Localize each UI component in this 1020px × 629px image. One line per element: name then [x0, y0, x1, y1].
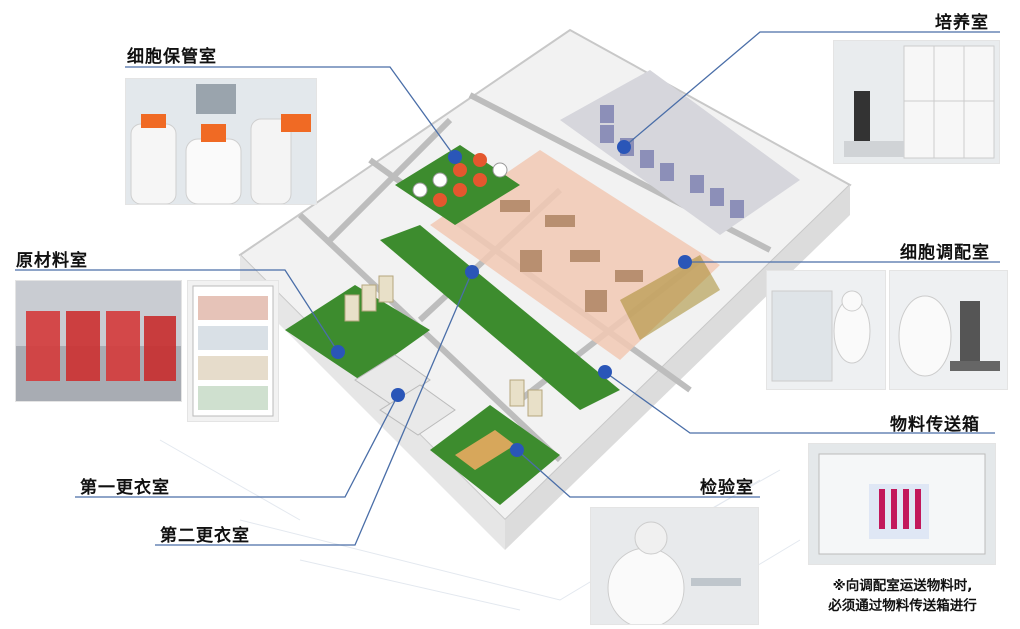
inspection-photo [590, 507, 759, 625]
inspection-cabinets [509, 379, 543, 417]
cell-storage-photo [125, 78, 317, 205]
cleanroom-operator-image [767, 271, 885, 389]
raw-material-shelves [344, 275, 394, 322]
label-cell-prep: 细胞调配室 [900, 243, 990, 263]
label-pass-box: 物料传送箱 [890, 415, 980, 435]
label-raw-material: 原材料室 [16, 251, 88, 271]
culture-room-floor [560, 70, 800, 235]
marker-raw-material[interactable] [331, 345, 345, 359]
pass-box-note: ※向调配室运送物料时, 必须通过物料传送箱进行 [790, 576, 1015, 616]
marker-pass-box[interactable] [598, 365, 612, 379]
pass-box-image [809, 444, 995, 564]
note-line-2: 必须通过物料传送箱进行 [828, 598, 977, 614]
raw-material-photo-2 [187, 280, 279, 422]
cell-storage-tanks [412, 153, 508, 207]
leader-inspection [516, 449, 760, 498]
pass-box-photo [808, 443, 996, 565]
leader-culture [623, 31, 1000, 148]
refrigerator-image [188, 281, 278, 421]
raw-material-floor [285, 285, 430, 380]
building-side-wall [505, 185, 850, 550]
cell-prep-photo-1 [766, 270, 886, 390]
red-medium-bottles-image [16, 281, 181, 401]
leader-second-changing [155, 271, 473, 546]
lab-technician-image [591, 508, 758, 624]
changing-room-1-floor [354, 354, 431, 406]
raw-material-photo-1 [15, 280, 182, 402]
leader-first-changing [75, 394, 399, 498]
leader-cell-storage [125, 66, 456, 158]
marker-culture[interactable] [617, 140, 631, 154]
corridor-floor [380, 225, 620, 410]
marker-inspection[interactable] [510, 443, 524, 457]
inspection-bench [455, 430, 515, 470]
marker-first-changing[interactable] [391, 388, 405, 402]
marker-cell-prep[interactable] [678, 255, 692, 269]
label-first-changing: 第一更衣室 [80, 478, 170, 498]
label-second-changing: 第二更衣室 [160, 526, 250, 546]
label-inspection: 检验室 [700, 478, 754, 498]
leader-raw-material [15, 269, 339, 353]
cell-prep-furniture [500, 200, 643, 312]
nitrogen-tanks-image [126, 79, 316, 204]
room-markers [331, 140, 692, 457]
microscope-operator-image [890, 271, 1007, 389]
leader-lines [15, 31, 1000, 546]
cell-prep-yellow-zone [620, 255, 720, 340]
culture-photo [833, 40, 1000, 164]
label-culture: 培养室 [935, 13, 989, 33]
leader-pass-box [604, 371, 995, 434]
incubator-room-image [834, 41, 999, 163]
note-line-1: ※向调配室运送物料时, [832, 578, 973, 594]
cell-prep-photo-2 [889, 270, 1008, 390]
marker-cell-storage[interactable] [448, 150, 462, 164]
label-cell-storage: 细胞保管室 [127, 47, 217, 67]
marker-second-changing[interactable] [465, 265, 479, 279]
